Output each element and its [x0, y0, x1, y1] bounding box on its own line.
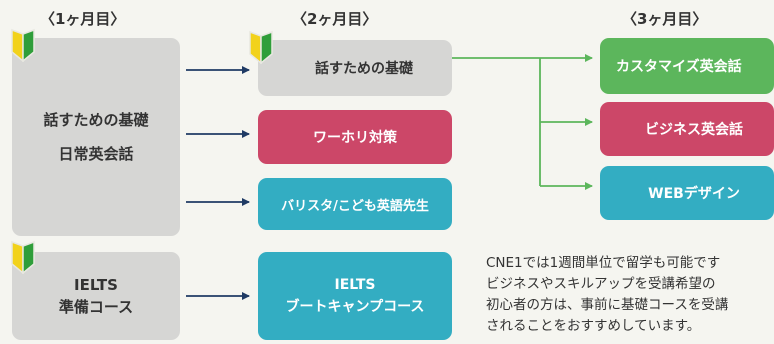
description-line1: CNE1では1週間単位で留学も可能です: [486, 255, 721, 271]
month2-barista-teacher-label: バリスタ/こども英語先生: [281, 198, 429, 214]
month3-business-label: ビジネス英会話: [645, 122, 743, 138]
month2-barista-teacher-course: バリスタ/こども英語先生: [258, 178, 452, 230]
description-line3: 初心者の方は、事前に基礎コースを受講: [486, 297, 729, 313]
month1-ielts-line2: 準備コース: [58, 298, 134, 316]
beginner-mark-icon: [249, 30, 273, 64]
month2-working-holiday-label: ワーホリ対策: [313, 130, 397, 146]
month3-web-label: WEBデザイン: [648, 186, 740, 202]
header-month1: 〈1ヶ月目〉: [40, 10, 126, 28]
header-month2: 〈2ヶ月目〉: [292, 10, 378, 28]
description-line4: されることをおすすめしています。: [486, 318, 701, 334]
month3-custom-label: カスタマイズ英会話: [616, 59, 742, 75]
month1-ielts-line1: IELTS: [74, 276, 118, 294]
month2-basics-course: 話すための基礎: [258, 40, 452, 96]
month3-web-course: WEBデザイン: [600, 166, 774, 220]
month2-working-holiday-course: ワーホリ対策: [258, 110, 452, 164]
month2-ielts-line2: ブートキャンプコース: [285, 299, 425, 315]
month1-general-line1: 話すための基礎: [43, 111, 149, 129]
header-month3: 〈3ヶ月目〉: [622, 10, 708, 28]
month2-basics-label: 話すための基礎: [315, 61, 413, 77]
month1-general-line2: 日常英会話: [58, 145, 134, 163]
month1-general-course: 話すための基礎 日常英会話: [12, 38, 180, 236]
month2-ielts-bootcamp-course: IELTS ブートキャンプコース: [258, 252, 452, 340]
beginner-mark-icon: [11, 240, 35, 274]
month3-business-course: ビジネス英会話: [600, 102, 774, 156]
course-description: CNE1では1週間単位で留学も可能です ビジネスやスキルアップを受講希望の 初心…: [486, 253, 774, 337]
month2-ielts-line1: IELTS: [334, 277, 376, 293]
month1-ielts-course: IELTS 準備コース: [12, 252, 180, 340]
beginner-mark-icon: [11, 28, 35, 62]
month3-custom-course: カスタマイズ英会話: [600, 38, 774, 94]
description-line2: ビジネスやスキルアップを受講希望の: [486, 276, 716, 292]
